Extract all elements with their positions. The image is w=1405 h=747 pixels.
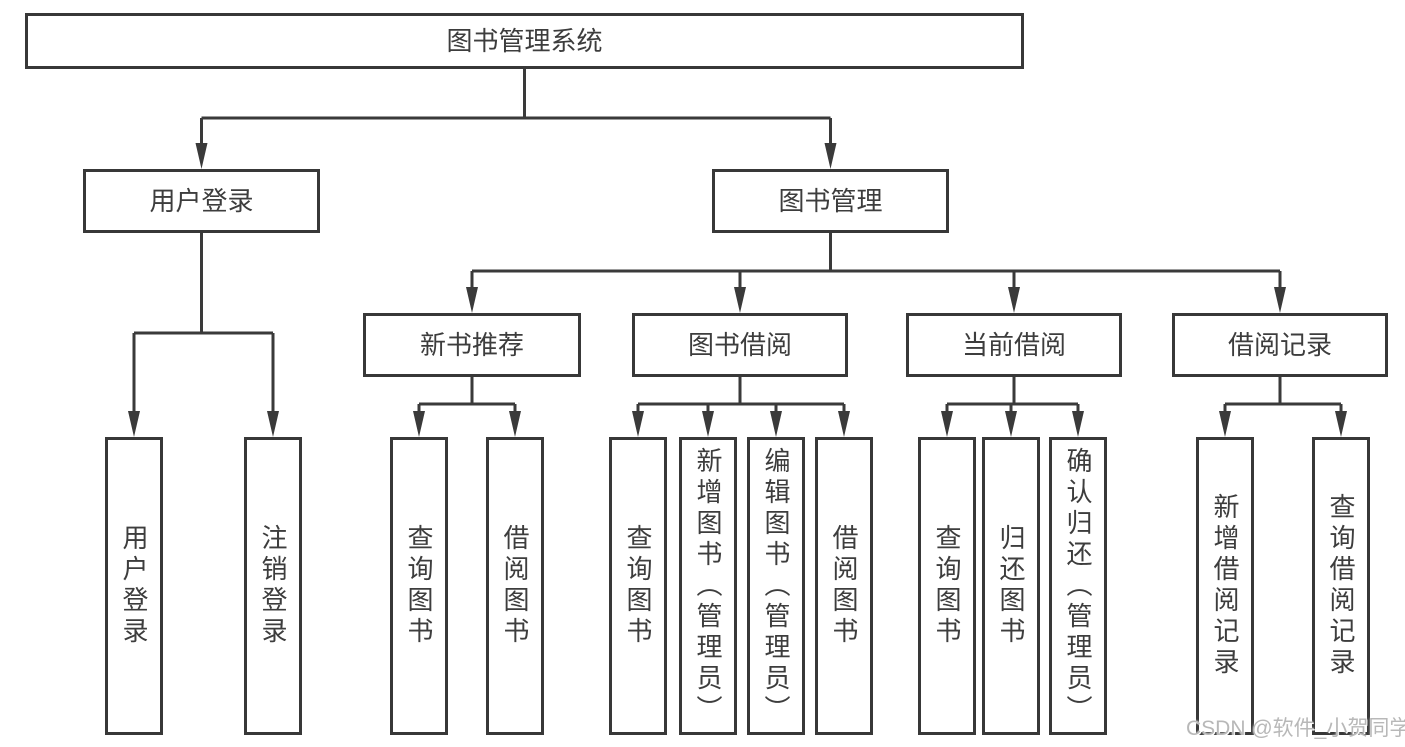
- leaf-confirm-return-admin: 确认归还（管理员）: [1049, 437, 1107, 735]
- arrow-down-icon: [632, 411, 644, 437]
- arrow-down-icon: [466, 287, 478, 313]
- leaf-label: 确认归还（管理员）: [1063, 446, 1093, 726]
- arrow-down-icon: [702, 411, 714, 437]
- arrow-down-icon: [1274, 287, 1286, 313]
- leaf-label: 借阅图书: [500, 524, 530, 648]
- leaf-label: 编辑图书（管理员）: [761, 446, 791, 726]
- leaf-label: 新增图书（管理员）: [693, 446, 723, 726]
- leaf-return-book: 归还图书: [982, 437, 1040, 735]
- arrow-down-icon: [128, 411, 140, 437]
- node-label: 用户登录: [149, 186, 254, 216]
- leaf-label: 查询图书: [932, 524, 962, 648]
- leaf-label: 注销登录: [258, 524, 288, 648]
- leaf-edit-book-admin: 编辑图书（管理员）: [747, 437, 805, 735]
- leaf-borrow-books: 借阅图书: [815, 437, 873, 735]
- node-book-management: 图书管理: [712, 169, 949, 233]
- arrow-down-icon: [1008, 287, 1020, 313]
- leaf-query-borrow-record: 查询借阅记录: [1312, 437, 1370, 735]
- node-library-management-system: 图书管理系统: [25, 13, 1024, 69]
- arrow-down-icon: [1005, 411, 1017, 437]
- leaf-label: 归还图书: [996, 524, 1026, 648]
- arrow-down-icon: [1219, 411, 1231, 437]
- leaf-label: 查询图书: [623, 524, 653, 648]
- arrow-down-icon: [824, 143, 837, 169]
- leaf-label: 查询图书: [404, 524, 434, 648]
- arrow-down-icon: [509, 411, 521, 437]
- leaf-add-book-admin: 新增图书（管理员）: [679, 437, 737, 735]
- leaf-label: 查询借阅记录: [1326, 493, 1356, 679]
- arrow-down-icon: [734, 287, 746, 313]
- leaf-label: 新增借阅记录: [1210, 493, 1240, 679]
- arrow-down-icon: [1335, 411, 1347, 437]
- leaf-logout: 注销登录: [244, 437, 302, 735]
- csdn-watermark: CSDN @软件_小贺同学: [1186, 717, 1405, 740]
- arrow-down-icon: [941, 411, 953, 437]
- node-label: 借阅记录: [1227, 330, 1332, 360]
- node-current-borrowing: 当前借阅: [906, 313, 1122, 377]
- leaf-add-borrow-record: 新增借阅记录: [1196, 437, 1254, 735]
- node-new-book-recommend: 新书推荐: [363, 313, 581, 377]
- node-book-borrowing: 图书借阅: [632, 313, 848, 377]
- node-label: 当前借阅: [961, 330, 1066, 360]
- arrow-down-icon: [838, 411, 850, 437]
- node-label: 图书管理系统: [446, 26, 603, 56]
- arrow-down-icon: [770, 411, 782, 437]
- node-label: 新书推荐: [419, 330, 524, 360]
- node-label: 图书借阅: [687, 330, 792, 360]
- leaf-query-books-recommend: 查询图书: [390, 437, 448, 735]
- arrow-down-icon: [195, 143, 208, 169]
- arrow-down-icon: [267, 411, 279, 437]
- leaf-user-login: 用户登录: [105, 437, 163, 735]
- leaf-query-books-borrowing: 查询图书: [609, 437, 667, 735]
- node-label: 图书管理: [778, 186, 883, 216]
- arrowheads: [128, 143, 1347, 437]
- leaf-query-books-current: 查询图书: [918, 437, 976, 735]
- arrow-down-icon: [413, 411, 425, 437]
- arrow-down-icon: [1072, 411, 1084, 437]
- leaf-borrow-books-recommend: 借阅图书: [486, 437, 544, 735]
- node-user-login: 用户登录: [83, 169, 320, 233]
- leaf-label: 用户登录: [119, 524, 149, 648]
- leaf-label: 借阅图书: [829, 524, 859, 648]
- node-borrowing-records: 借阅记录: [1172, 313, 1388, 377]
